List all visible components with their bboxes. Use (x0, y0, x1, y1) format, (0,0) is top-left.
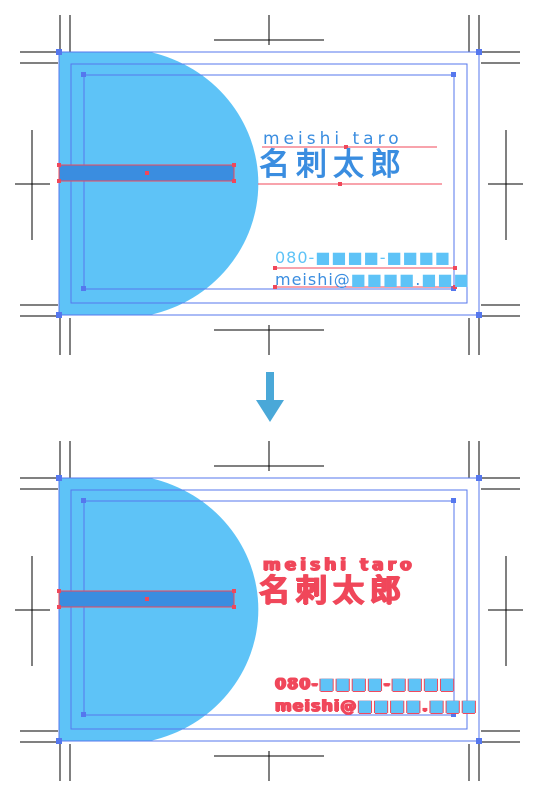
panel-before: meishi taro 名刺太郎 080-■■■■-■■■■ meishi@■■… (0, 0, 540, 370)
phone-prefix: 080- (275, 674, 320, 693)
down-arrow-icon (256, 372, 284, 422)
safe-area-guide (83, 74, 455, 290)
phone-mask-1: ■■■■ (315, 248, 380, 267)
email-outlined: meishi@■■■■.■■■ (275, 698, 477, 714)
phone-prefix: 080- (275, 248, 316, 267)
email-prefix: meishi@ (275, 270, 351, 289)
email-prefix: meishi@ (275, 696, 358, 715)
phone-separator: - (379, 248, 387, 267)
phone-outlined: 080-■■■■-■■■■ (275, 676, 456, 692)
artboard-after (15, 441, 523, 781)
email-mask-1: ■■■■ (357, 696, 422, 715)
email-mask-2: ■■■ (421, 270, 470, 289)
email-dot: . (415, 270, 422, 289)
phone-mask-2: ■■■■ (391, 674, 456, 693)
name-kanji-outlined: 名刺太郎 (259, 573, 407, 609)
phone-mask-2: ■■■■ (386, 248, 452, 267)
panel-after: meishi taro 名刺太郎 080-■■■■-■■■■ meishi@■■… (0, 426, 540, 796)
phone-mask-1: ■■■■ (319, 674, 384, 693)
artboard-before (15, 15, 523, 355)
phone-text: 080-■■■■-■■■■ (275, 250, 451, 266)
safe-area-guide (83, 500, 455, 716)
name-romaji-outlined: meishi taro (263, 555, 416, 575)
email-mask-1: ■■■■ (350, 270, 416, 289)
name-romaji-text: meishi taro (263, 129, 403, 149)
email-dot: . (421, 696, 429, 715)
bleed-guide (58, 51, 480, 316)
email-mask-2: ■■■ (428, 696, 478, 715)
email-text: meishi@■■■■.■■■ (275, 272, 470, 288)
phone-separator: - (383, 674, 392, 693)
crop-marks (15, 441, 523, 781)
name-kanji-text: 名刺太郎 (259, 147, 407, 183)
bleed-guide (58, 477, 480, 742)
crop-marks (15, 15, 523, 355)
half-circle-shape (59, 52, 259, 315)
half-circle-shape (59, 478, 259, 741)
